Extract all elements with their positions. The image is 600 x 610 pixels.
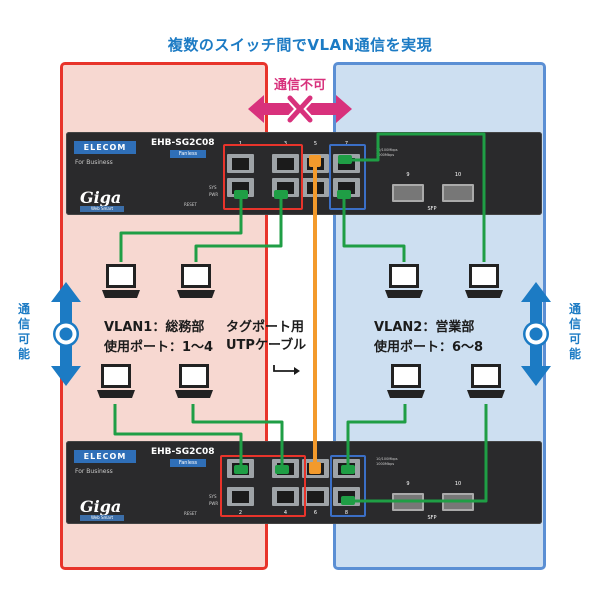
side-label-left: 通信可能 <box>17 302 30 361</box>
port-number: 5 <box>313 141 318 147</box>
switch-bottom: ELECOM For Business EHB-SG2C08 Fanless G… <box>66 441 542 524</box>
communication-ok-icon <box>521 282 551 386</box>
sfp-label: SFP <box>427 206 437 212</box>
laptop-icon <box>385 264 423 298</box>
vlan2-label: VLAN2：営業部使用ポート：6〜8 <box>374 320 484 355</box>
sfp-label: SFP <box>427 515 437 521</box>
subseries-badge: Web Smart <box>80 515 124 521</box>
vlan1-port-group <box>220 455 306 517</box>
model-name: EHB-SG2C08 <box>151 447 215 457</box>
ethernet-port[interactable] <box>227 487 254 506</box>
series-logo: Giga <box>80 497 122 516</box>
laptop-icon <box>175 364 213 398</box>
series-logo: Giga <box>80 188 122 207</box>
laptop-icon <box>177 264 215 298</box>
laptop-icon <box>465 264 503 298</box>
ethernet-port[interactable] <box>272 487 299 506</box>
cable-vlan2 <box>346 404 407 470</box>
brand-logo: ELECOM <box>74 141 136 154</box>
sfp-number: 10 <box>454 481 462 487</box>
sfp-port[interactable] <box>392 184 424 202</box>
cable-vlan2 <box>348 132 486 262</box>
port-number: 2 <box>238 510 243 516</box>
subseries-badge: Web Smart <box>80 206 124 212</box>
port-number: 6 <box>313 510 318 516</box>
blocked-label: 通信不可 <box>273 78 326 93</box>
communication-ok-icon <box>51 282 81 386</box>
blocked-arrow-icon <box>248 93 352 125</box>
vlan2-port-group <box>329 144 366 210</box>
laptop-icon <box>102 264 140 298</box>
port-number: 4 <box>283 510 288 516</box>
brand-logo: ELECOM <box>74 450 136 463</box>
sfp-number: 10 <box>454 172 462 178</box>
vlan1-label: VLAN1：総務部使用ポート：1〜4 <box>104 320 214 355</box>
cable-vlan1 <box>113 404 243 470</box>
laptop-icon <box>467 364 505 398</box>
side-label-right: 通信可能 <box>568 302 581 361</box>
cable-vlan1 <box>194 197 283 262</box>
model-name: EHB-SG2C08 <box>151 138 215 148</box>
cable-vlan1 <box>191 404 284 470</box>
ethernet-port[interactable] <box>227 154 254 173</box>
laptop-icon <box>387 364 425 398</box>
sfp-number: 9 <box>406 172 410 178</box>
tagline: For Business <box>75 468 113 475</box>
port-number: 8 <box>344 510 349 516</box>
laptop-icon <box>97 364 135 398</box>
cable-vlan1 <box>119 198 243 262</box>
diagram-title: 複数のスイッチ間でVLAN通信を実現 <box>167 36 433 54</box>
tagline: For Business <box>75 159 113 166</box>
sfp-port[interactable] <box>442 184 474 202</box>
vlan1-port-group <box>223 144 303 210</box>
fanless-badge: Fanless <box>170 150 206 158</box>
sfp-number: 9 <box>406 481 410 487</box>
fanless-badge: Fanless <box>170 459 206 467</box>
reset-label: RESET <box>184 511 197 516</box>
ethernet-port[interactable] <box>272 154 299 173</box>
ethernet-port[interactable] <box>302 487 329 506</box>
reset-label: RESET <box>184 202 197 207</box>
cable-vlan2 <box>348 404 488 503</box>
cable-vlan2 <box>342 198 406 262</box>
